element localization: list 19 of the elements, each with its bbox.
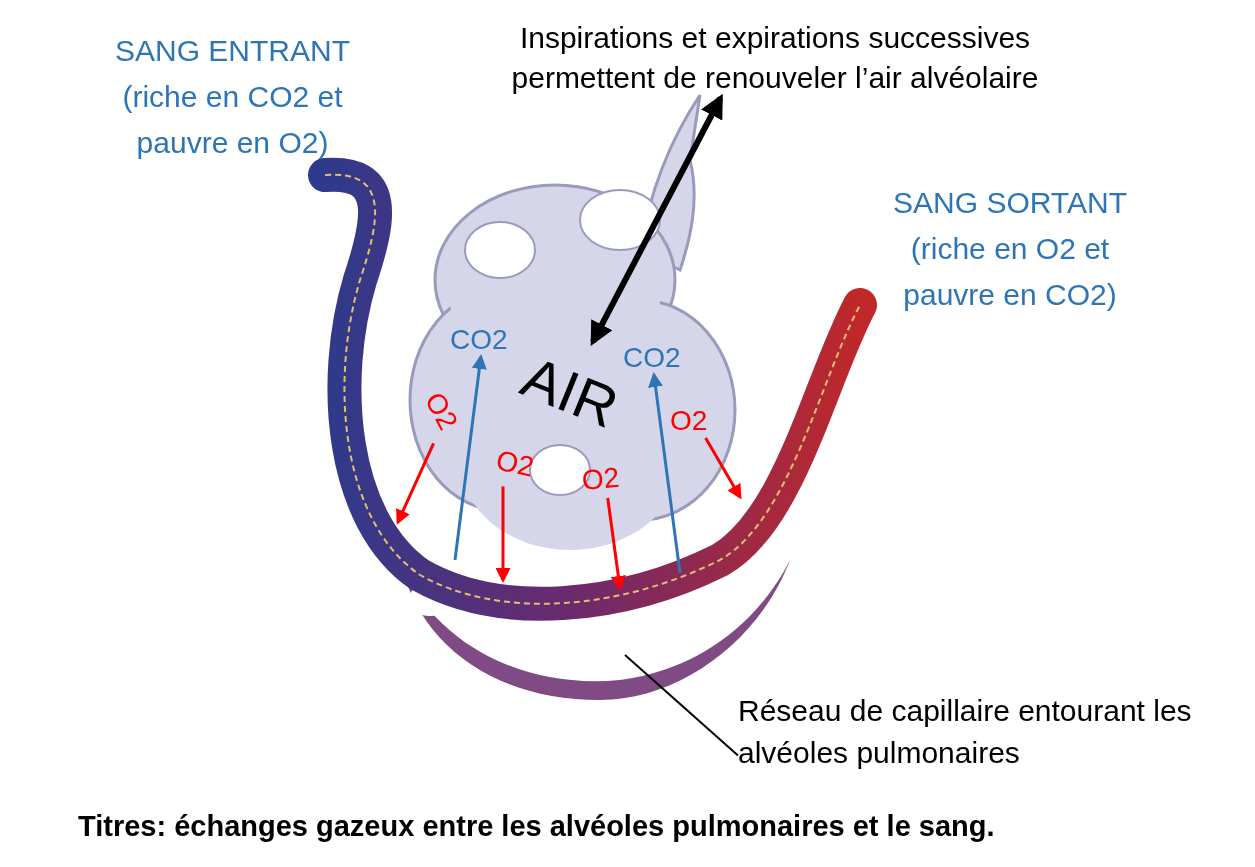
arrow: [590, 93, 724, 346]
arrow: [453, 354, 487, 561]
arrow: [648, 372, 682, 574]
gas-label: O2: [580, 460, 630, 498]
blood-flow-label: SANG ENTRANT (riche en CO2 et pauvre en O2): [114, 33, 351, 161]
arrow: [606, 497, 626, 591]
arrow: [396, 442, 435, 525]
gas-label: CO2: [623, 341, 691, 375]
gas-label: O2: [492, 443, 546, 487]
annotation-text: Inspirations et expirations successives permettent de renouveler l’air alvéolaire: [455, 18, 1095, 98]
gas-label: O2: [417, 386, 469, 444]
leader-line: [624, 654, 739, 757]
arrow: [495, 486, 511, 583]
gas-label: O2: [670, 404, 716, 438]
caption: Titres: échanges gazeux entre les alvéoles pulmonaires et le sang.: [78, 809, 995, 844]
arrow: [704, 437, 742, 500]
blood-flow-label: SANG SORTANT (riche en O2 et pauvre en CO2): [892, 185, 1128, 313]
gas-label: CO2: [450, 323, 518, 357]
annotation-text: Réseau de capillaire entourant les alvéoles pulmonaires: [738, 690, 1218, 774]
